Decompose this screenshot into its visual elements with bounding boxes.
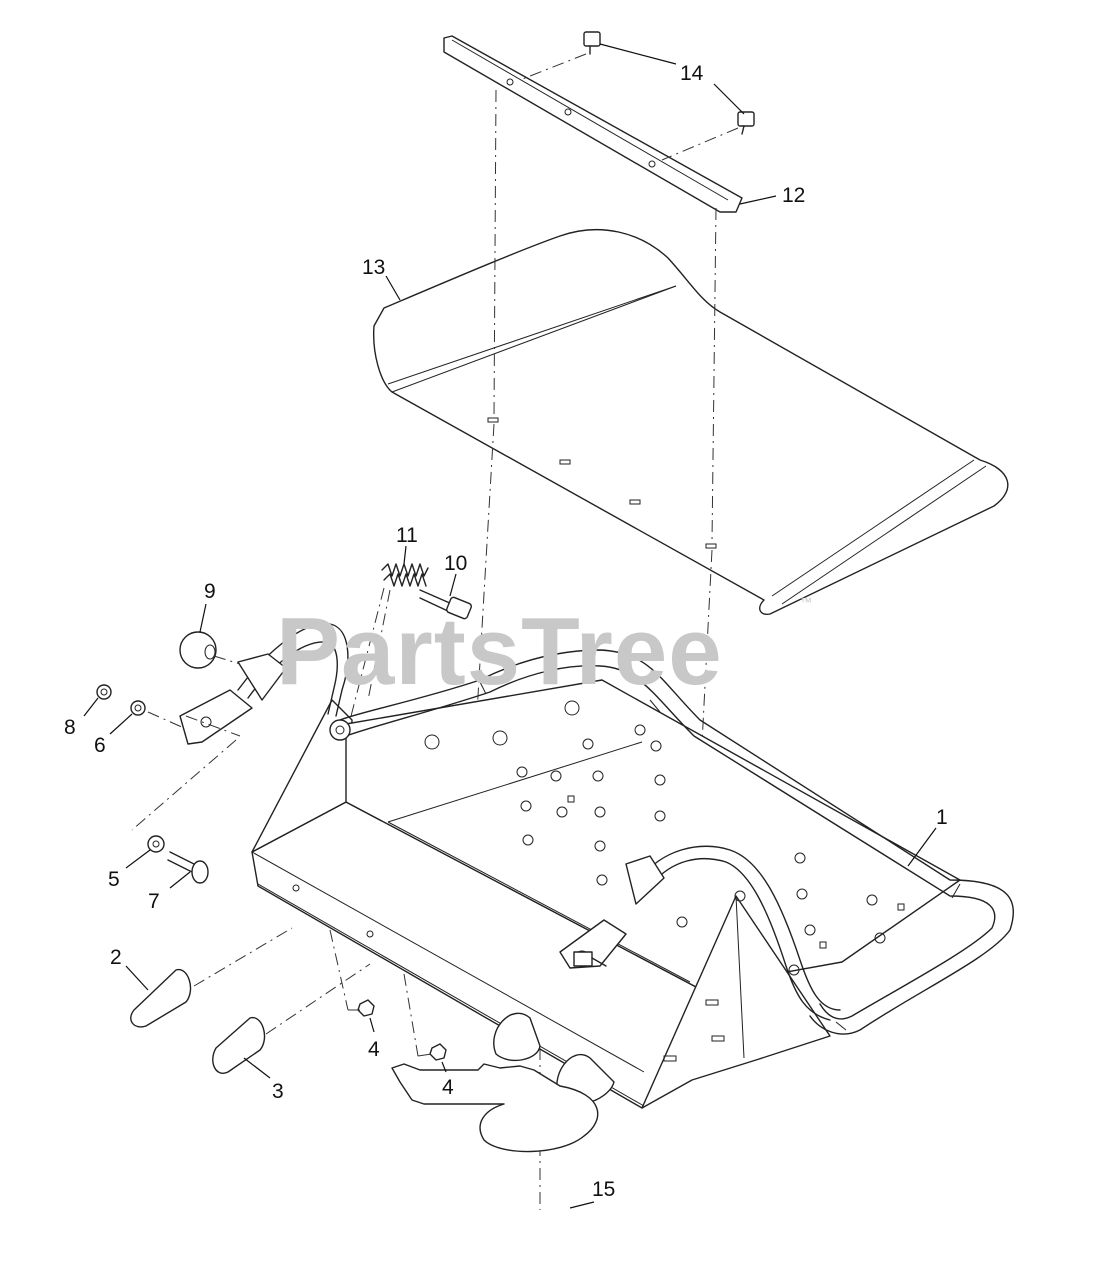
part-10-pin: [419, 589, 472, 620]
callout-15: 15: [592, 1178, 615, 1201]
pan-holes: [424, 700, 905, 976]
callout-12: 12: [782, 184, 805, 207]
callout-4b: 4: [442, 1076, 454, 1099]
part-9-knob: [179, 631, 241, 669]
callout-3: 3: [272, 1080, 284, 1103]
callout-7: 7: [148, 890, 160, 913]
part-3-bumper: [212, 963, 371, 1074]
callout-9: 9: [204, 580, 216, 603]
part-8-nut: [96, 684, 112, 700]
part-13-floor-plate: [372, 229, 1009, 615]
part-1-footrest-frame: [131, 623, 1014, 1109]
callout-6: 6: [94, 734, 106, 757]
callouts: 1 2 3 4 4 5 6 7 8 9 10 11 12 13 14 15: [64, 62, 948, 1201]
watermark-trademark: ™: [800, 595, 812, 609]
part-6-washer: [130, 700, 185, 729]
callout-14: 14: [680, 62, 704, 85]
part-2-bumper: [130, 927, 293, 1028]
watermark: PartsTree ™: [276, 595, 812, 705]
callout-5: 5: [108, 868, 120, 891]
part-7-bolt: [167, 851, 209, 884]
part-12-bracket: [443, 35, 743, 213]
callout-11: 11: [396, 524, 418, 547]
callout-1: 1: [936, 806, 948, 829]
callout-leaders: [83, 43, 937, 1209]
part-4-nuts: [329, 929, 447, 1061]
callout-10: 10: [444, 552, 467, 575]
callout-8: 8: [64, 716, 76, 739]
callout-2: 2: [110, 946, 122, 969]
callout-4a: 4: [368, 1038, 380, 1061]
part-11-spring: [349, 563, 429, 721]
callout-13: 13: [362, 256, 385, 279]
part-15-decal: [391, 1063, 599, 1153]
part-14-bolts: [519, 31, 755, 161]
part-5-nut: [147, 835, 165, 853]
watermark-text: PartsTree: [276, 598, 723, 705]
